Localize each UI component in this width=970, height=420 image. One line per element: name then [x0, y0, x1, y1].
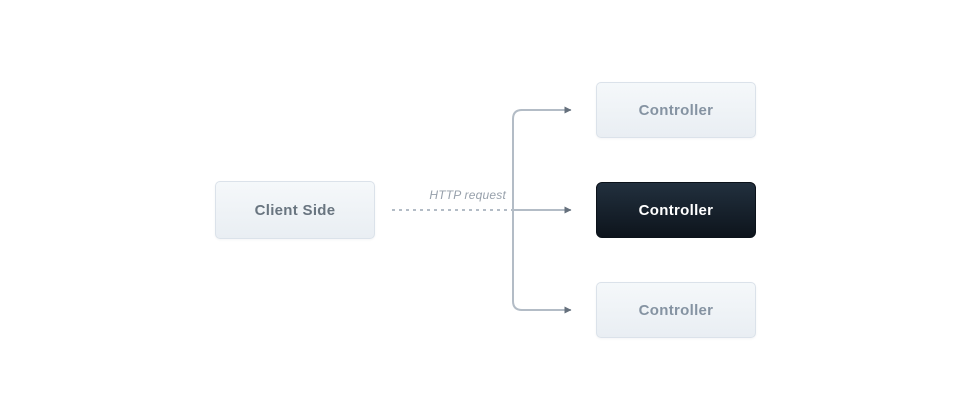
- controller-node-bottom: Controller: [596, 282, 756, 338]
- controller-node-middle: Controller: [596, 182, 756, 238]
- client-side-node: Client Side: [215, 181, 375, 239]
- controller-node-top: Controller: [596, 82, 756, 138]
- http-request-label: HTTP request: [429, 188, 506, 202]
